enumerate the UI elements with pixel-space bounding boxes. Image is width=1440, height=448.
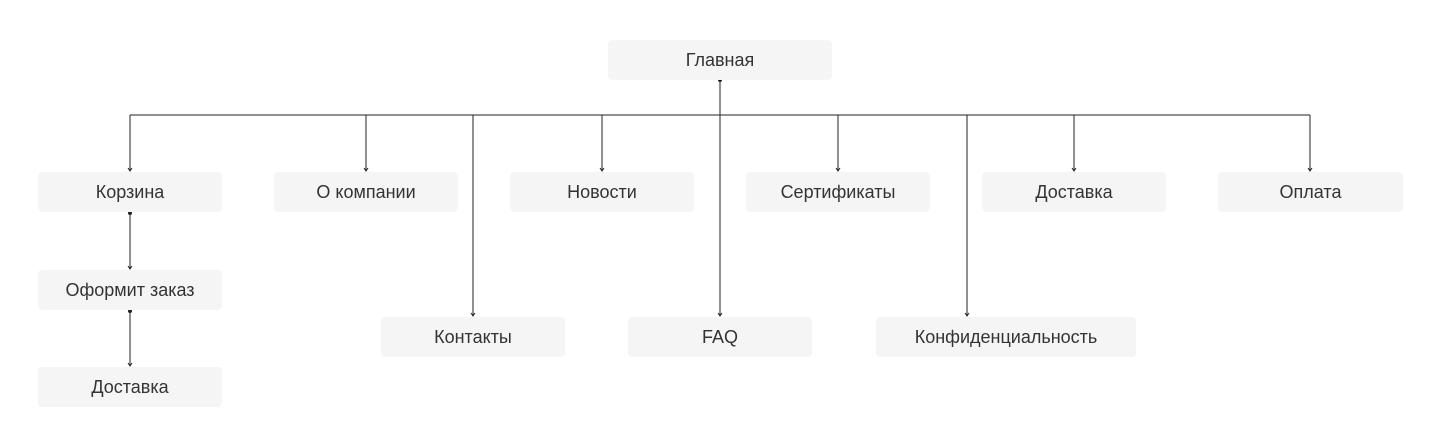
arrow-delivery xyxy=(1071,167,1077,172)
order-dot xyxy=(128,309,132,313)
node-home: Главная xyxy=(608,40,832,80)
arrow-faq xyxy=(717,312,723,317)
node-about: О компании xyxy=(274,172,458,212)
arrow-privacy xyxy=(964,312,970,317)
node-cart: Корзина xyxy=(38,172,222,212)
node-faq: FAQ xyxy=(628,317,812,357)
node-payment: Оплата xyxy=(1218,172,1403,212)
node-news: Новости xyxy=(510,172,694,212)
arrow-news xyxy=(599,167,605,172)
arrow-cart xyxy=(127,167,133,172)
arrow-payment xyxy=(1307,167,1313,172)
cart-dot xyxy=(128,211,132,215)
arrow-order xyxy=(127,265,133,270)
arrow-certs xyxy=(835,167,841,172)
node-checkout: Оформит заказ xyxy=(38,270,222,310)
node-contacts: Контакты xyxy=(381,317,565,357)
arrow-about xyxy=(363,167,369,172)
arrow-contacts xyxy=(470,312,476,317)
node-delivery: Доставка xyxy=(982,172,1166,212)
node-privacy: Конфиденциальность xyxy=(876,317,1136,357)
node-certificates: Сертификаты xyxy=(746,172,930,212)
node-cart-delivery: Доставка xyxy=(38,367,222,407)
arrow-cart-delivery xyxy=(127,362,133,367)
